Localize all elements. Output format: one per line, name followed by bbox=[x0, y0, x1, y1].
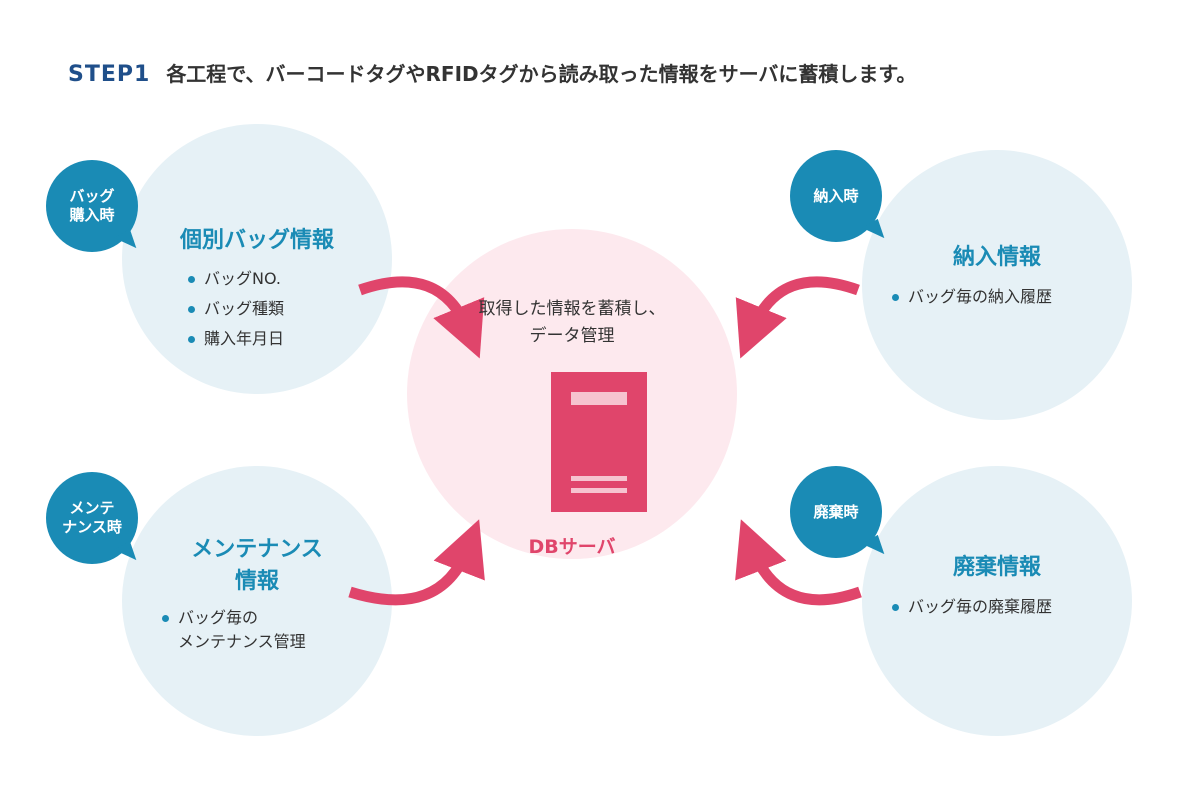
list-item: バッグ毎の納入履歴 bbox=[890, 282, 1052, 312]
maintenance-item-line2: メンテナンス管理 bbox=[178, 632, 306, 651]
purchase-info-circle bbox=[122, 124, 392, 394]
list-item: バッグ毎の廃棄履歴 bbox=[890, 592, 1052, 622]
disposal-info-title: 廃棄情報 bbox=[952, 555, 1041, 580]
purchase-info-list: バッグNO. バッグ種類 購入年月日 bbox=[186, 264, 284, 354]
maintenance-info-list: バッグ毎の メンテナンス管理 bbox=[160, 606, 306, 654]
maintenance-bubble: メンテナンス時 bbox=[46, 472, 138, 564]
delivery-info-circle bbox=[862, 150, 1132, 420]
center-text-line1: 取得した情報を蓄積し、 bbox=[478, 299, 666, 319]
maintenance-bubble-line1: メンテ bbox=[69, 499, 115, 517]
maintenance-info-title: メンテナンス 情報 bbox=[122, 534, 392, 598]
arrow-purchase-to-db bbox=[358, 276, 485, 359]
maintenance-title-line1: メンテナンス bbox=[191, 537, 323, 562]
arrow-maintenance-to-db bbox=[348, 519, 485, 606]
list-item: バッグ種類 bbox=[186, 294, 284, 324]
delivery-bubble: 納入時 bbox=[790, 150, 882, 242]
purchase-bubble-line1: バッグ bbox=[69, 187, 115, 205]
list-item: バッグ毎の メンテナンス管理 bbox=[160, 606, 306, 654]
server-slot-2 bbox=[571, 488, 627, 493]
server-icon bbox=[551, 372, 647, 512]
center-text-line2: データ管理 bbox=[529, 326, 615, 346]
purchase-bubble: バッグ購入時 bbox=[46, 160, 138, 252]
delivery-bubble-text: 納入時 bbox=[813, 186, 859, 205]
center-description: 取得した情報を蓄積し、 データ管理 bbox=[407, 296, 737, 350]
step-header: STEP1 各工程で、バーコードタグやRFIDタグから読み取った情報をサーバに蓄積… bbox=[68, 58, 916, 87]
list-item: バッグNO. bbox=[186, 264, 284, 294]
maintenance-bubble-line2: ナンス時 bbox=[62, 518, 122, 536]
arrow-delivery-to-db bbox=[735, 276, 860, 359]
disposal-info-list: バッグ毎の廃棄履歴 bbox=[890, 592, 1052, 622]
disposal-bubble: 廃棄時 bbox=[790, 466, 882, 558]
maintenance-title-line2: 情報 bbox=[234, 569, 279, 594]
step-description: 各工程で、バーコードタグやRFIDタグから読み取った情報をサーバに蓄積します。 bbox=[166, 62, 917, 86]
maintenance-info-circle bbox=[122, 466, 392, 736]
delivery-info-list: バッグ毎の納入履歴 bbox=[890, 282, 1052, 312]
list-item: 購入年月日 bbox=[186, 324, 284, 354]
disposal-info-circle bbox=[862, 466, 1132, 736]
purchase-info-title: 個別バッグ情報 bbox=[179, 228, 334, 253]
step-label: STEP1 bbox=[68, 62, 151, 87]
maintenance-item-line1: バッグ毎の bbox=[178, 608, 259, 627]
db-server-label: DBサーバ bbox=[528, 536, 616, 558]
arrow-disposal-to-db bbox=[735, 519, 862, 606]
delivery-info-title: 納入情報 bbox=[952, 245, 1041, 270]
purchase-bubble-line2: 購入時 bbox=[69, 206, 115, 224]
disposal-bubble-text: 廃棄時 bbox=[813, 502, 859, 521]
server-slot-top bbox=[571, 392, 627, 405]
server-slot-1 bbox=[571, 476, 627, 481]
